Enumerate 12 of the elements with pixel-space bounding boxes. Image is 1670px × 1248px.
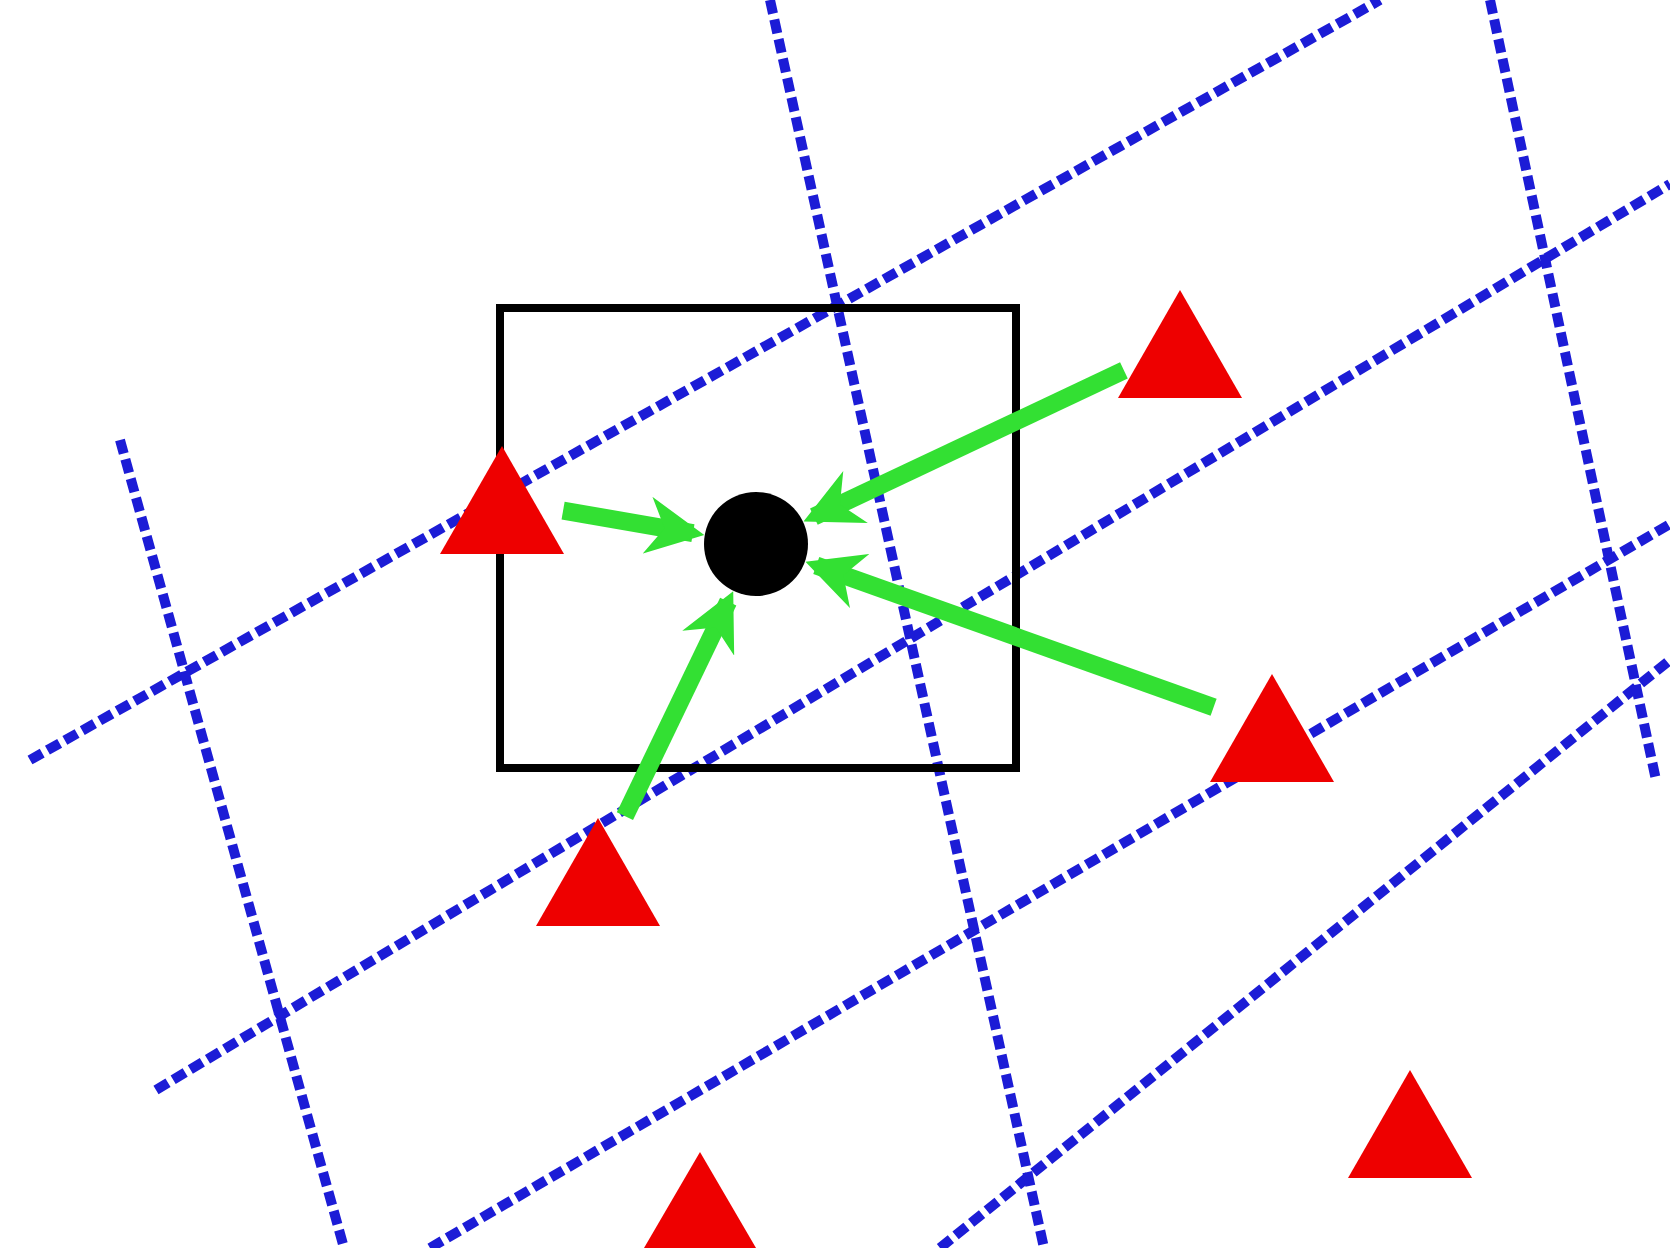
triangle-marker (1348, 1070, 1472, 1178)
dot-marker (704, 492, 808, 596)
arrow (616, 591, 737, 821)
square-frame (496, 304, 1020, 772)
triangle-marker (644, 1152, 756, 1248)
arrow (805, 553, 1217, 716)
triangle-marker (1210, 674, 1334, 782)
triangle-marker (536, 818, 660, 926)
arrow (803, 362, 1128, 525)
triangle-marker (440, 446, 564, 554)
triangle-marker (1118, 290, 1242, 398)
arrow (561, 496, 705, 554)
